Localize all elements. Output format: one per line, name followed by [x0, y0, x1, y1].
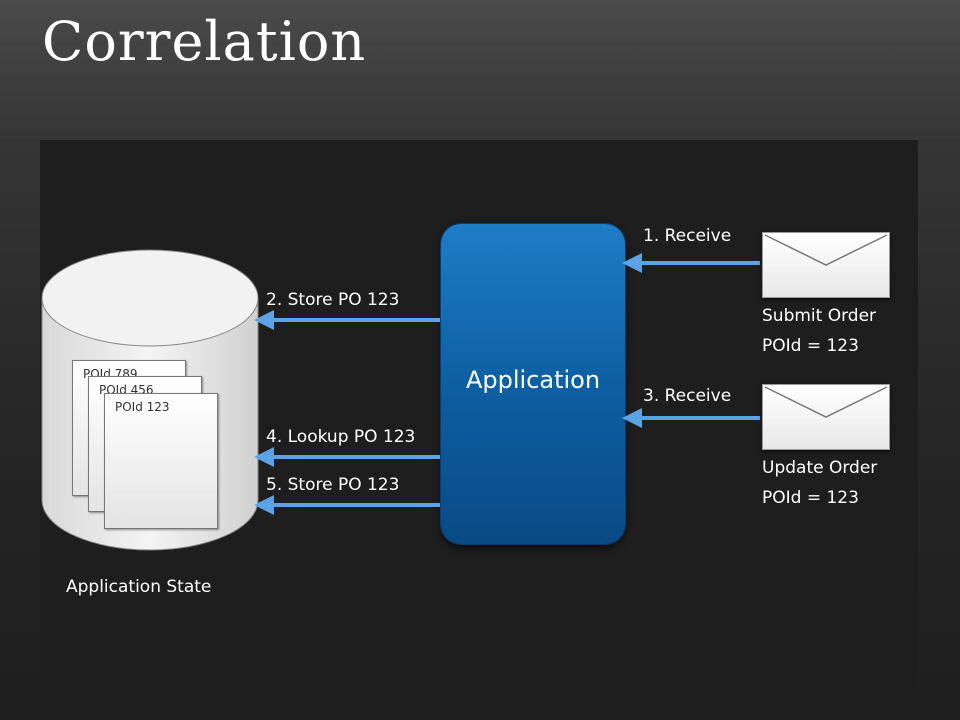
step-label-3: 3. Receive — [643, 386, 732, 406]
slide-title: Correlation — [42, 10, 367, 73]
update-order-caption: Update Order POId = 123 — [762, 453, 877, 513]
application-label: Application — [465, 366, 601, 394]
application-box — [441, 224, 625, 544]
record-label: POId 123 — [115, 400, 170, 414]
submit-order-caption: Submit Order POId = 123 — [762, 301, 876, 361]
application-state-label: Application State — [66, 577, 212, 597]
step-label-2: 2. Store PO 123 — [266, 290, 400, 310]
message-detail: POId = 123 — [762, 336, 859, 356]
step-label-1: 1. Receive — [643, 226, 732, 246]
step-label-5: 5. Store PO 123 — [266, 475, 400, 495]
step-label-4: 4. Lookup PO 123 — [266, 427, 416, 447]
submit-order-envelope-icon — [762, 232, 890, 298]
message-name: Update Order — [762, 458, 878, 478]
update-order-envelope-icon — [762, 384, 890, 450]
record-card-123: POId 123 — [104, 393, 218, 529]
message-name: Submit Order — [762, 306, 877, 326]
message-detail: POId = 123 — [762, 488, 859, 508]
